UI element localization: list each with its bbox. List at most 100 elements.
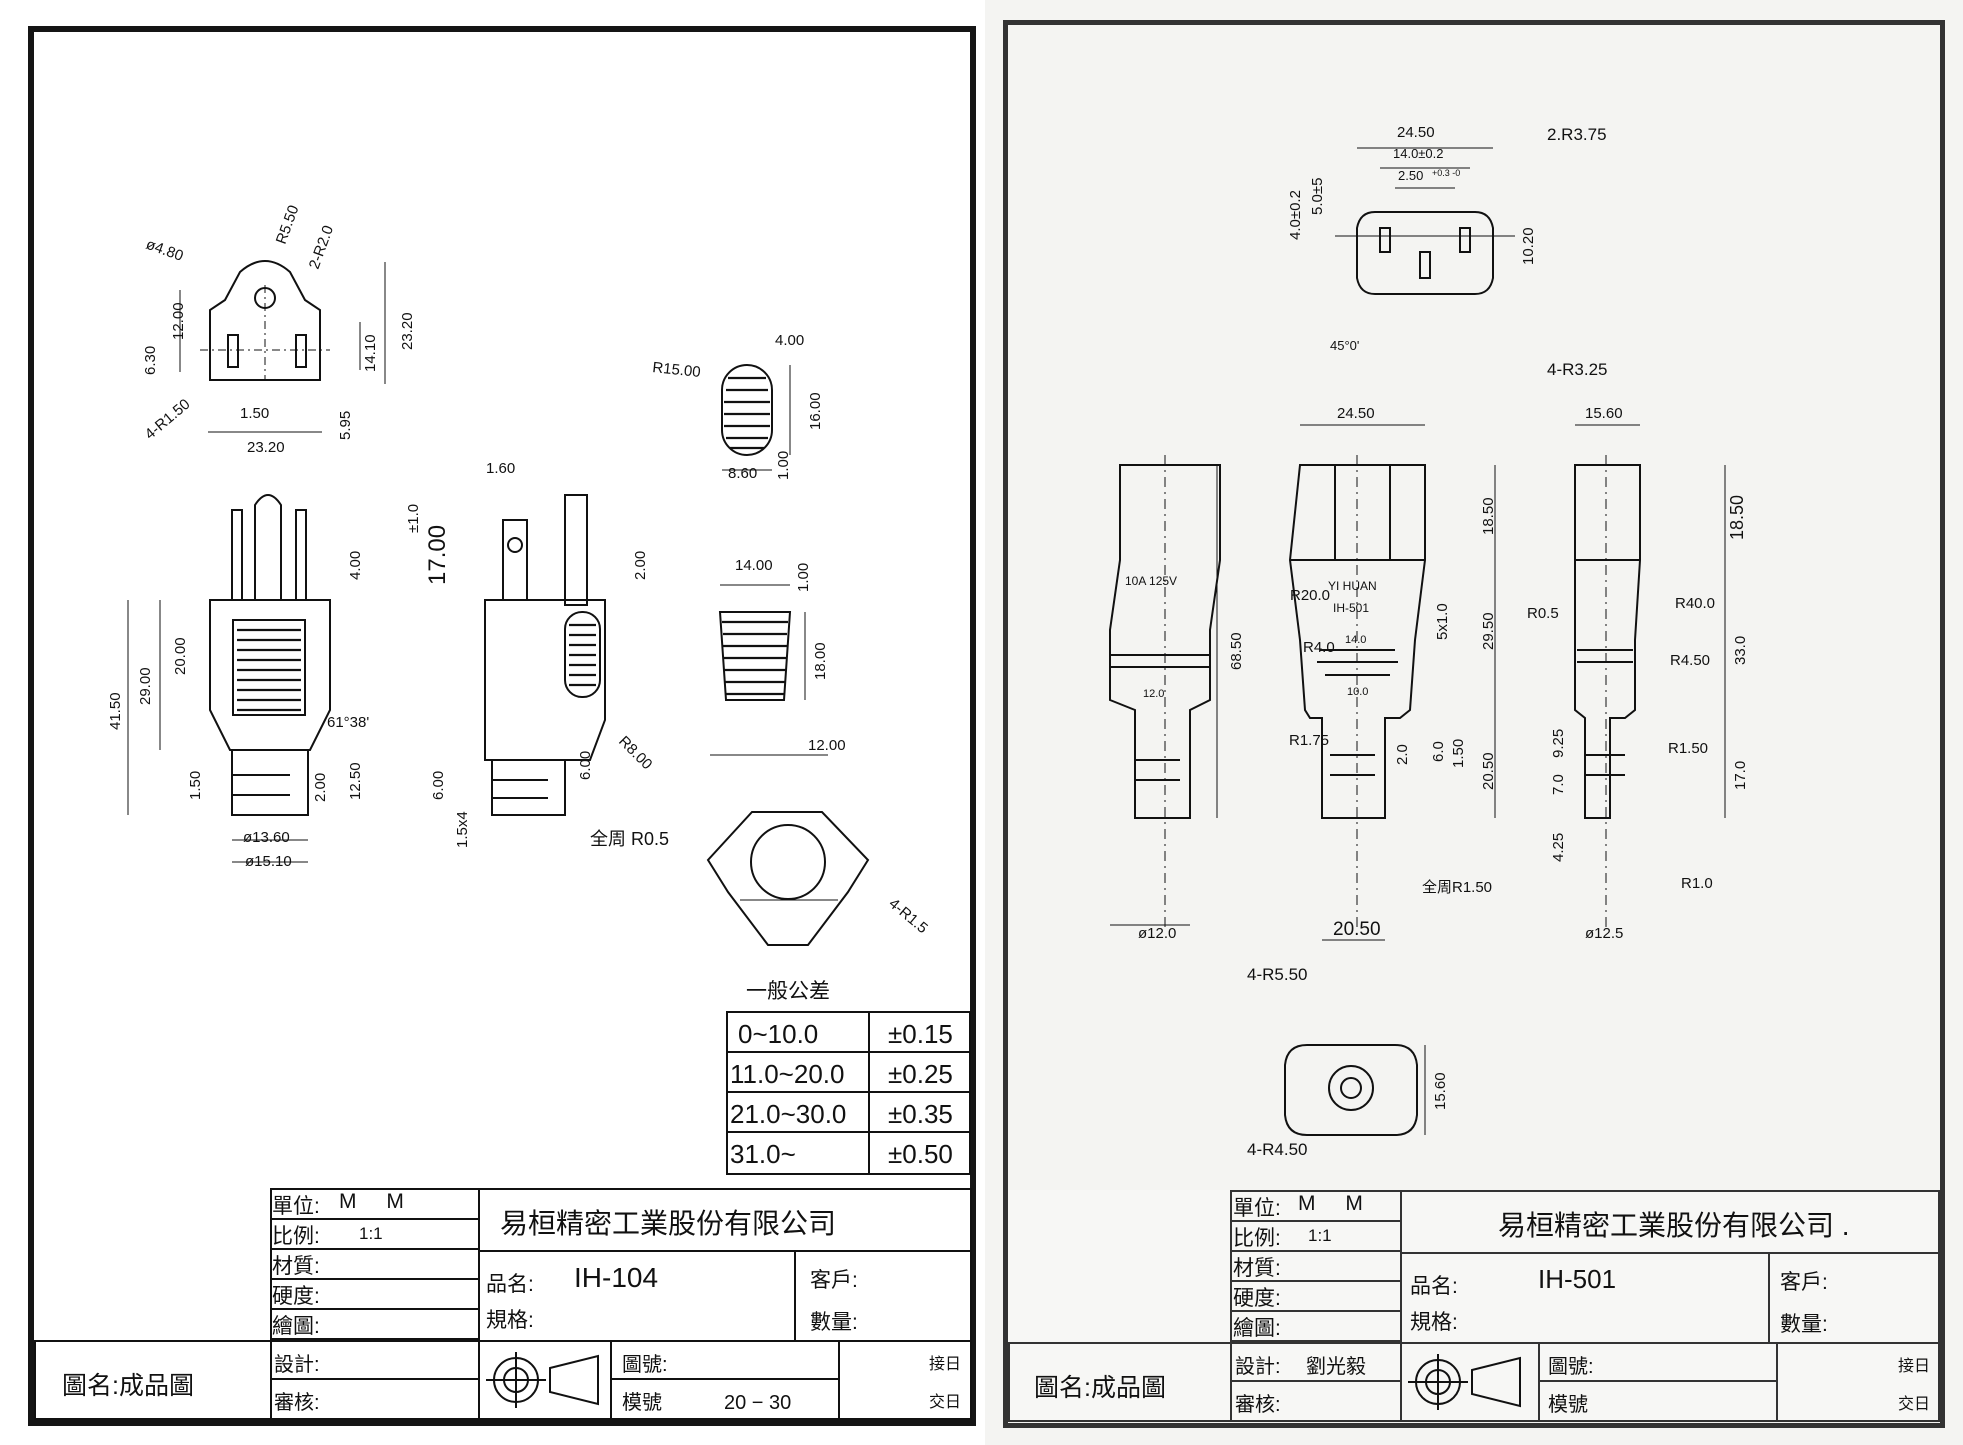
part-label: 品名: — [1410, 1275, 1458, 1298]
dim-label: 14.00 — [735, 557, 773, 574]
quantity-label: 數量: — [1780, 1313, 1828, 1336]
dim-label: R4.50 — [1670, 652, 1710, 669]
dim-label: 4-R1.5 — [885, 895, 930, 937]
dim-label: ø12.5 — [1585, 925, 1623, 942]
title-block: 單位: M M 比例: 1:1 材質: 硬度: 繪圖: 設計: 劉光毅 審核: … — [1008, 1190, 1940, 1422]
designer-name: 劉光毅 — [1306, 1356, 1366, 1378]
mold-label: 模號 — [622, 1392, 662, 1414]
dim-label: R0.5 — [1527, 605, 1559, 622]
dim-label: 8.60 — [728, 465, 757, 482]
dim-label: 12.00 — [170, 302, 187, 340]
design-label: 設計: — [1235, 1356, 1281, 1378]
dim-label: 12.00 — [808, 737, 846, 754]
dim-label: 18.00 — [812, 642, 829, 680]
unit-value: M M — [1298, 1192, 1375, 1215]
drawn-label: 繪圖: — [272, 1315, 320, 1338]
dim-label: +0.3 -0 — [1432, 168, 1460, 178]
title-block: 單位: M M 比例: 1:1 材質: 硬度: 繪圖: 設計: 審核: 易桓精密… — [34, 1188, 972, 1420]
side-pin-blade — [564, 494, 588, 606]
dim-label: R8.00 — [615, 733, 655, 773]
scale-label: 比例: — [272, 1225, 320, 1248]
dim-label: 18.50 — [1727, 495, 1747, 540]
dim-label: 29.00 — [137, 667, 154, 705]
dim-label: 17.00 — [424, 525, 451, 585]
customer-label: 客戶: — [810, 1269, 858, 1292]
mold-number: 20 − 30 — [724, 1392, 792, 1414]
drawing-number-label: 圖號: — [622, 1354, 668, 1376]
dim-label: 68.50 — [1228, 632, 1245, 670]
spec-label: 規格: — [1410, 1311, 1458, 1334]
deliver-date-label: 交日 — [929, 1394, 962, 1411]
tolerance-range: 11.0~20.0 — [730, 1059, 845, 1089]
dim-label: 5x1.0 — [1434, 603, 1451, 640]
plug-cord-sleeve — [231, 750, 309, 816]
dim-label: 41.50 — [107, 692, 124, 730]
rating-label: 10A 125V — [1125, 574, 1177, 588]
tolerance-range: 0~10.0 — [738, 1019, 819, 1049]
dim-label: 14.10 — [362, 334, 379, 372]
dim-label: 15.60 — [1432, 1072, 1449, 1110]
part-number: IH-501 — [1538, 1264, 1617, 1294]
material-label: 材質: — [272, 1255, 320, 1278]
dim-label: 5.0±5 — [1309, 178, 1326, 215]
dim-label: ø4.80 — [144, 236, 186, 265]
connector-face-outline — [1356, 211, 1494, 295]
dim-label: 6.0 — [1430, 741, 1447, 762]
plug-blade-2 — [295, 509, 307, 601]
dim-label: 1.50 — [1450, 739, 1467, 768]
dim-label: 2.0 — [1394, 744, 1411, 765]
dim-label: R40.0 — [1675, 595, 1715, 612]
blade-slot-left — [227, 334, 239, 368]
brand-label: YI HUAN — [1328, 579, 1377, 593]
dim-label: 23.20 — [247, 439, 285, 456]
dim-label: 6.00 — [577, 751, 594, 780]
dim-label: 1.50 — [187, 771, 204, 800]
deliver-date-label: 交日 — [1898, 1396, 1931, 1413]
grip-detail-oval — [721, 364, 773, 456]
accept-date-label: 接日 — [929, 1356, 962, 1373]
tolerance-range: 21.0~30.0 — [730, 1099, 847, 1129]
drawing-number-label: 圖號: — [1548, 1356, 1594, 1378]
dim-label: 1.00 — [795, 563, 812, 592]
dim-label: 24.50 — [1397, 124, 1435, 141]
plug-body-side — [484, 599, 606, 761]
dim-label: 4.00 — [347, 551, 364, 580]
dim-label: 6.00 — [430, 771, 447, 800]
tolerance-title: 一般公差 — [746, 980, 830, 1003]
dim-label: 2.R3.75 — [1547, 125, 1607, 144]
dim-label: 4-R4.50 — [1247, 1140, 1307, 1159]
drawn-label: 繪圖: — [1233, 1317, 1281, 1340]
dim-label: R1.50 — [1668, 740, 1708, 757]
dim-label: 全周R1.50 — [1422, 878, 1492, 896]
dim-label: 29.50 — [1480, 612, 1497, 650]
check-label: 審核: — [274, 1392, 320, 1414]
spec-label: 規格: — [486, 1309, 534, 1332]
dim-label: 1.50 — [240, 405, 269, 422]
ih104-drawing: ø4.80 R5.50 2-R2.0 12.00 6.30 14.10 23.2… — [107, 203, 931, 946]
dim-label: 45°0' — [1330, 338, 1359, 353]
tolerance-table: 一般公差 0~10.0 ±0.15 11.0~20.0 ±0.25 21.0~3… — [726, 975, 971, 1175]
connector-side-right — [1574, 464, 1641, 819]
mold-label: 模號 — [1548, 1394, 1588, 1416]
hardness-label: 硬度: — [272, 1285, 320, 1308]
dim-label: 2.50 — [1398, 168, 1423, 183]
side-pin-ground — [502, 519, 528, 601]
sheet-frame — [28, 26, 976, 1426]
dim-label: 18.50 — [1480, 497, 1497, 535]
dim-label: ø13.60 — [243, 829, 290, 846]
check-label: 審核: — [1235, 1394, 1281, 1416]
blade-slot-right — [295, 334, 307, 368]
dim-label: R1.75 — [1289, 732, 1329, 749]
material-label: 材質: — [1233, 1257, 1281, 1280]
dim-label: 16.00 — [807, 392, 824, 430]
plug-grip-front — [232, 619, 306, 716]
dim-label: ±1.0 — [405, 504, 422, 533]
company-name: 易桓精密工業股份有限公司 . — [1498, 1210, 1850, 1241]
projection-symbol-icon — [486, 1352, 599, 1408]
dim-label: 17.0 — [1732, 761, 1749, 790]
dim-label: R20.0 — [1290, 587, 1330, 604]
dim-label: 12.50 — [347, 762, 364, 800]
dim-label: R1.0 — [1681, 875, 1713, 892]
dim-label: 10.20 — [1520, 227, 1537, 265]
drawing-sheet-ih104: ø4.80 R5.50 2-R2.0 12.00 6.30 14.10 23.2… — [28, 26, 976, 1426]
